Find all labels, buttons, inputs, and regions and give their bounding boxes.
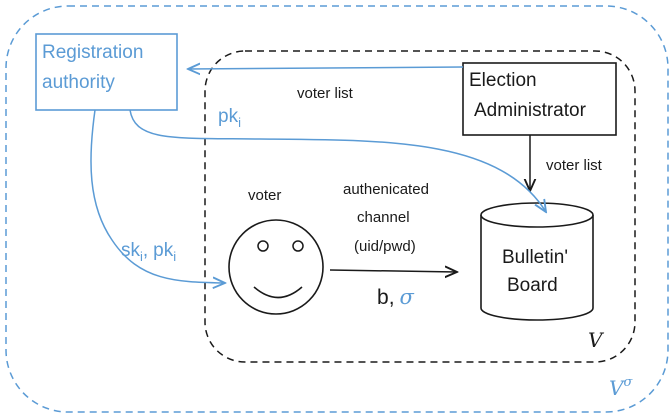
outer-region-label: Vσ <box>609 375 633 400</box>
edge-registration-to-voter-label: ski,pki <box>121 240 176 264</box>
channel-label-line3: (uid/pwd) <box>354 238 416 255</box>
channel-label-line2: channel <box>357 209 410 226</box>
voter-node: voter <box>228 187 324 315</box>
bulletin-board-label-line1: Bulletin' <box>502 247 568 268</box>
outer-region-label-superscript: σ <box>623 375 633 390</box>
outer-region-label-main: V <box>609 376 626 400</box>
election-administrator-node: Election Administrator <box>462 62 617 136</box>
inner-region-label: V <box>588 328 605 352</box>
pk-subscript-voter: i <box>173 249 176 264</box>
voter-face-icon <box>228 219 324 315</box>
voter-right-eye-icon <box>292 240 304 252</box>
edge-admin-to-board-label: voter list <box>546 157 603 174</box>
outer-region-boundary <box>5 5 669 413</box>
election-administrator-label-line1: Election <box>469 70 537 91</box>
ballot-separator: , <box>389 286 395 309</box>
edge-registration-to-voter: ski,pki <box>90 109 225 283</box>
voter-mouth-icon <box>253 286 303 299</box>
edge-registration-to-board-label: pki <box>218 106 241 130</box>
ballot-b-label: b <box>377 286 389 309</box>
sk-subscript: i <box>140 249 143 264</box>
voter-left-eye-icon <box>257 240 269 252</box>
ballot-sigma-label: σ <box>400 285 415 309</box>
registration-authority-node: Registration authority <box>35 33 178 111</box>
registration-authority-label-line2: authority <box>42 72 115 93</box>
sk-pk-separator: , <box>143 240 148 261</box>
edge-admin-to-registration: voter list <box>188 67 464 102</box>
edge-admin-to-board: voter list <box>530 135 603 191</box>
election-administrator-label-line2: Administrator <box>474 100 587 121</box>
edge-voter-to-board: authenicated channel (uid/pwd) b,σ <box>329 181 457 309</box>
pk-label-voter: pk <box>153 240 174 261</box>
inner-region-boundary <box>204 50 636 363</box>
bulletin-board-label-line2: Board <box>507 275 558 296</box>
registration-authority-label-line1: Registration <box>42 42 143 63</box>
channel-label-line1: authenicated <box>343 181 429 198</box>
edge-admin-to-registration-label: voter list <box>297 85 354 102</box>
ballot-payload-label: b,σ <box>377 285 415 309</box>
sk-label: sk <box>121 240 141 261</box>
bulletin-board-node: Bulletin' Board <box>480 202 594 321</box>
voter-label: voter <box>248 187 281 204</box>
pk-subscript: i <box>238 115 241 130</box>
edge-registration-to-board: pki <box>129 106 546 212</box>
pk-label: pk <box>218 106 239 127</box>
